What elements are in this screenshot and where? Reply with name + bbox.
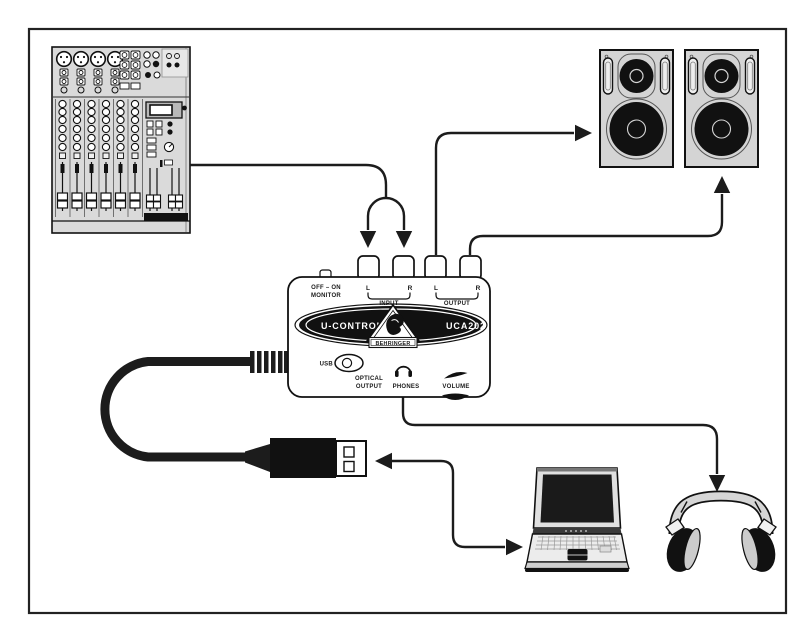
rca-jacks <box>357 255 482 281</box>
headphones-illustration <box>665 490 777 572</box>
output-bracket <box>435 292 479 300</box>
label-optical-1: OPTICAL <box>355 376 383 382</box>
laptop-screen <box>540 474 614 523</box>
usb-type-a-plug <box>270 438 367 478</box>
label-u-control: U-CONTROL <box>321 321 383 331</box>
label-phones: PHONES <box>393 384 420 390</box>
usb-plug-neck <box>245 444 270 472</box>
label-volume: VOLUME <box>442 384 469 390</box>
speaker-left <box>599 49 674 168</box>
label-behringer: BEHRINGER <box>375 341 410 347</box>
label-uca202: UCA202 <box>446 321 486 331</box>
label-input-r: R <box>408 285 413 292</box>
label-monitor: MONITOR <box>311 293 341 299</box>
label-usb: USB <box>320 362 334 368</box>
phones-icon <box>395 365 412 377</box>
label-output: OUTPUT <box>444 301 470 307</box>
label-output-l: L <box>434 285 438 292</box>
label-off-on: OFF – ON <box>311 285 341 291</box>
cable-strain-relief <box>250 351 289 373</box>
label-output-r: R <box>476 285 481 292</box>
mixer-aux-knobs <box>119 48 189 90</box>
mixer-illustration <box>51 46 191 234</box>
arrow-output-l-to-left-speaker <box>434 124 592 255</box>
usb-port-indicator <box>334 353 364 373</box>
mixer-master-section <box>144 101 188 221</box>
uca202-device: OFF – ON MONITOR L R INPUT L R OUTPUT U-… <box>287 255 491 400</box>
volume-swoosh-icon <box>444 372 468 379</box>
behringer-logo: U-CONTROL UCA202 BEHRINGER <box>294 303 488 349</box>
laptop-keyboard <box>535 535 620 551</box>
arrow-usb-plug-to-laptop <box>375 452 523 556</box>
mixer-channel-strips <box>55 99 143 217</box>
label-optical-2: OUTPUT <box>356 384 382 390</box>
usb-cable <box>100 351 367 478</box>
arrow-phones-to-headphones <box>401 397 726 492</box>
input-bracket <box>367 292 411 300</box>
speaker-right <box>684 49 759 168</box>
arrow-output-r-to-right-speaker <box>468 176 731 255</box>
volume-thumbwheel <box>442 393 469 400</box>
laptop-illustration <box>524 467 630 572</box>
arrow-mixer-to-inputs <box>190 163 413 248</box>
ear-icon <box>386 313 404 335</box>
label-input-l: L <box>366 285 370 292</box>
